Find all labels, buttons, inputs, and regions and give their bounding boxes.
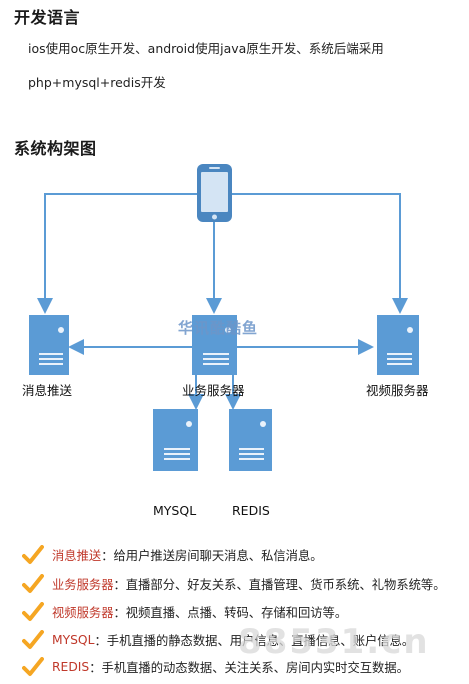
label-business-server: 业务服务器 [182, 383, 245, 398]
section-title-dev-language: 开发语言 [14, 8, 81, 27]
server-icon-business-server [192, 315, 237, 375]
connector-phone-to-video-server [232, 193, 408, 314]
server-icon-redis [229, 409, 272, 471]
check-icon [22, 574, 44, 593]
site-watermark: 88531.cn [238, 622, 430, 662]
bullet-mysql: MYSQL：手机直播的静态数据、用户信息、直播信息、账户信息。 [22, 629, 414, 651]
server-icon-message-push [29, 315, 69, 375]
bullet-desc: ：视频直播、点播、转码、存储和回访等。 [113, 606, 348, 620]
server-icon-mysql [153, 409, 198, 471]
watermark-logo-text: 华讯酷酷鱼 [178, 319, 259, 337]
check-icon [22, 602, 44, 621]
label-mysql: MYSQL [153, 503, 197, 518]
architecture-diagram [29, 164, 419, 471]
server-icon-video-server [377, 315, 419, 375]
section-title-architecture: 系统构架图 [14, 139, 97, 158]
bullet-desc: ：手机直播的静态数据、用户信息、直播信息、账户信息。 [94, 634, 415, 648]
bullet-desc: ：手机直播的动态数据、关注关系、房间内实时交互数据。 [89, 661, 409, 675]
bullet-term: 业务服务器 [52, 578, 114, 592]
bullet-video-server: 视频服务器：视频直播、点播、转码、存储和回访等。 [22, 601, 347, 623]
label-video-server: 视频服务器 [366, 383, 429, 398]
bullet-redis: REDIS：手机直播的动态数据、关注关系、房间内实时交互数据。 [22, 656, 409, 678]
bullet-desc: ：直播部分、好友关系、直播管理、货币系统、礼物系统等。 [113, 578, 446, 592]
bullet-term: 消息推送 [52, 549, 102, 563]
check-icon [22, 545, 44, 564]
bullet-desc: ：给用户推送房间聊天消息、私信消息。 [101, 549, 323, 563]
bullet-term: 视频服务器 [52, 606, 114, 620]
dev-language-line-1: ios使用oc原生开发、android使用java原生开发、系统后端采用 [28, 41, 384, 56]
label-message-push: 消息推送 [22, 383, 73, 398]
bullet-business-server: 业务服务器：直播部分、好友关系、直播管理、货币系统、礼物系统等。 [22, 573, 446, 595]
bullet-term: REDIS [52, 660, 90, 674]
label-redis: REDIS [232, 503, 270, 518]
bullet-message-push: 消息推送：给用户推送房间聊天消息、私信消息。 [22, 544, 323, 566]
mobile-phone-icon [197, 164, 232, 222]
connector-phone-to-message-push [37, 193, 197, 314]
bullet-term: MYSQL [52, 633, 95, 647]
check-icon [22, 657, 44, 676]
check-icon [22, 630, 44, 649]
dev-language-line-2: php+mysql+redis开发 [28, 75, 166, 90]
